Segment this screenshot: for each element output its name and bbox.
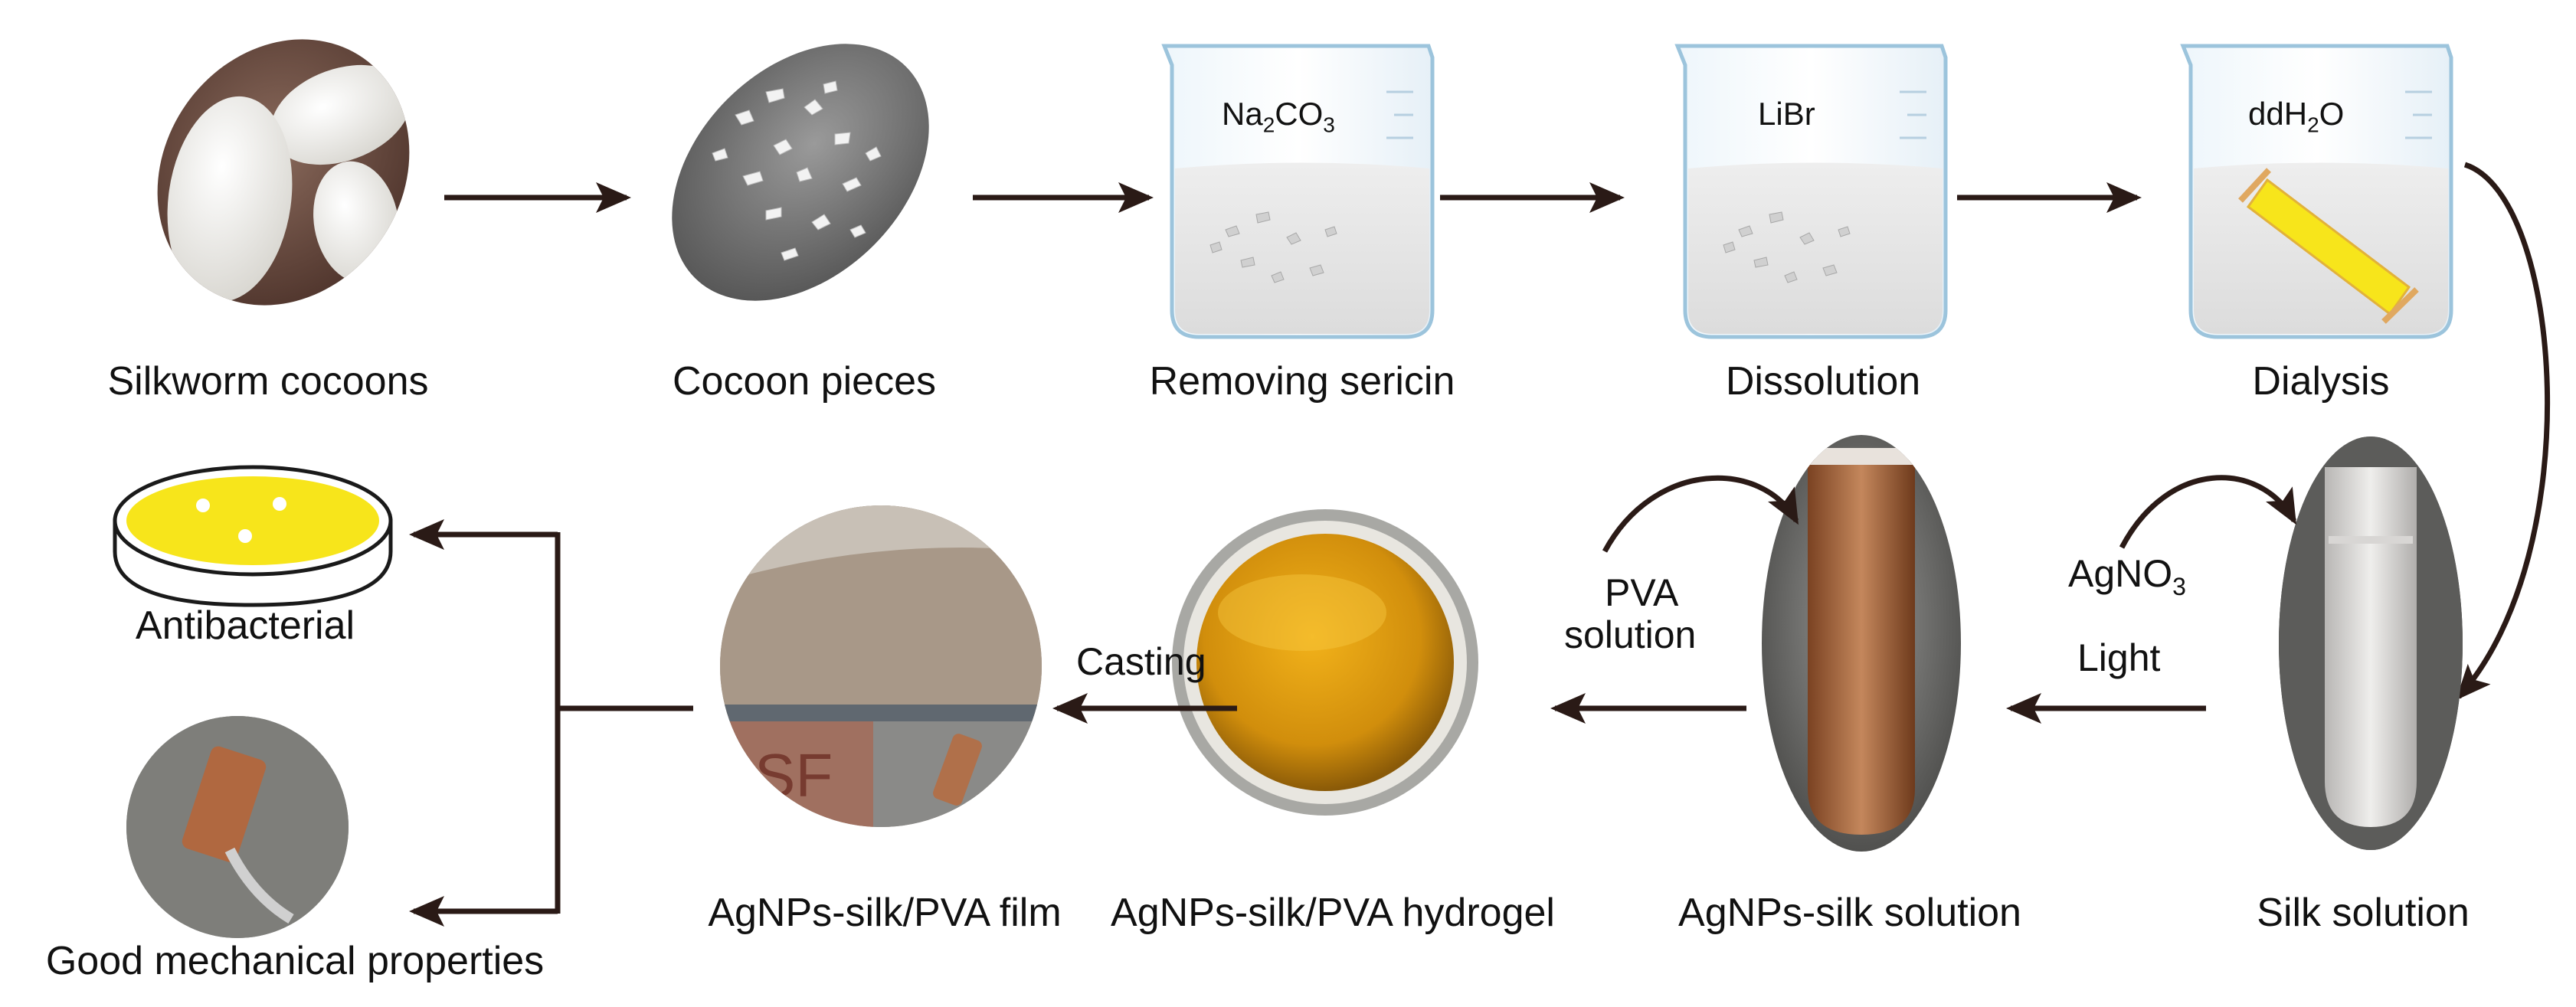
- beaker-na2co3: [1161, 44, 1435, 339]
- branch-arrows: [409, 519, 693, 927]
- silk-solution-image: [2279, 436, 2463, 850]
- beaker-label-na2co3: Na2CO3: [1222, 96, 1335, 137]
- dialysis-bag-icon: [2238, 168, 2419, 324]
- annotation-pva-line2: solution: [1564, 613, 1697, 656]
- pva-curved-arrow: [1602, 475, 1799, 553]
- agno3-curved-arrow: [2119, 475, 2297, 549]
- hydrogel-image: [1172, 509, 1478, 816]
- annotation-pva-line1: PVA: [1605, 571, 1679, 614]
- annotation-casting: Casting: [1076, 640, 1206, 683]
- label-agnps-hydrogel: AgNPs-silk/PVA hydrogel: [1111, 891, 1555, 935]
- label-silk-solution: Silk solution: [2257, 891, 2470, 935]
- beaker-label-libr: LiBr: [1758, 96, 1815, 132]
- annotation-light: Light: [2077, 636, 2161, 679]
- label-dialysis: Dialysis: [2252, 359, 2390, 404]
- label-dissolution: Dissolution: [1725, 359, 1921, 404]
- agnps-silk-solution-image: [1762, 435, 1961, 852]
- beaker-libr: [1674, 44, 1948, 339]
- film-image: SF: [720, 505, 1042, 827]
- film-sf-text: SF: [754, 741, 833, 809]
- beaker-label-ddh2o: ddH2O: [2248, 96, 2345, 137]
- label-mechanical: Good mechanical properties: [45, 939, 545, 983]
- cocoon-pieces-image: [672, 44, 929, 301]
- curved-arrow-to-silk-solution: [2456, 162, 2551, 701]
- label-agnps-silk-solution: AgNPs-silk solution: [1678, 891, 2021, 935]
- silkworm-cocoons-image: [157, 39, 411, 306]
- label-silkworm-cocoons: Silkworm cocoons: [107, 359, 429, 404]
- label-removing-sericin: Removing sericin: [1149, 359, 1455, 404]
- petri-dish-image: [113, 465, 393, 607]
- label-agnps-film: AgNPs-silk/PVA film: [708, 891, 1062, 935]
- annotation-agno3: AgNO3: [2068, 552, 2186, 600]
- beaker-ddh2o: [2180, 44, 2453, 339]
- mechanical-image: [126, 716, 349, 938]
- label-cocoon-pieces: Cocoon pieces: [673, 359, 936, 404]
- label-antibacterial: Antibacterial: [135, 603, 355, 648]
